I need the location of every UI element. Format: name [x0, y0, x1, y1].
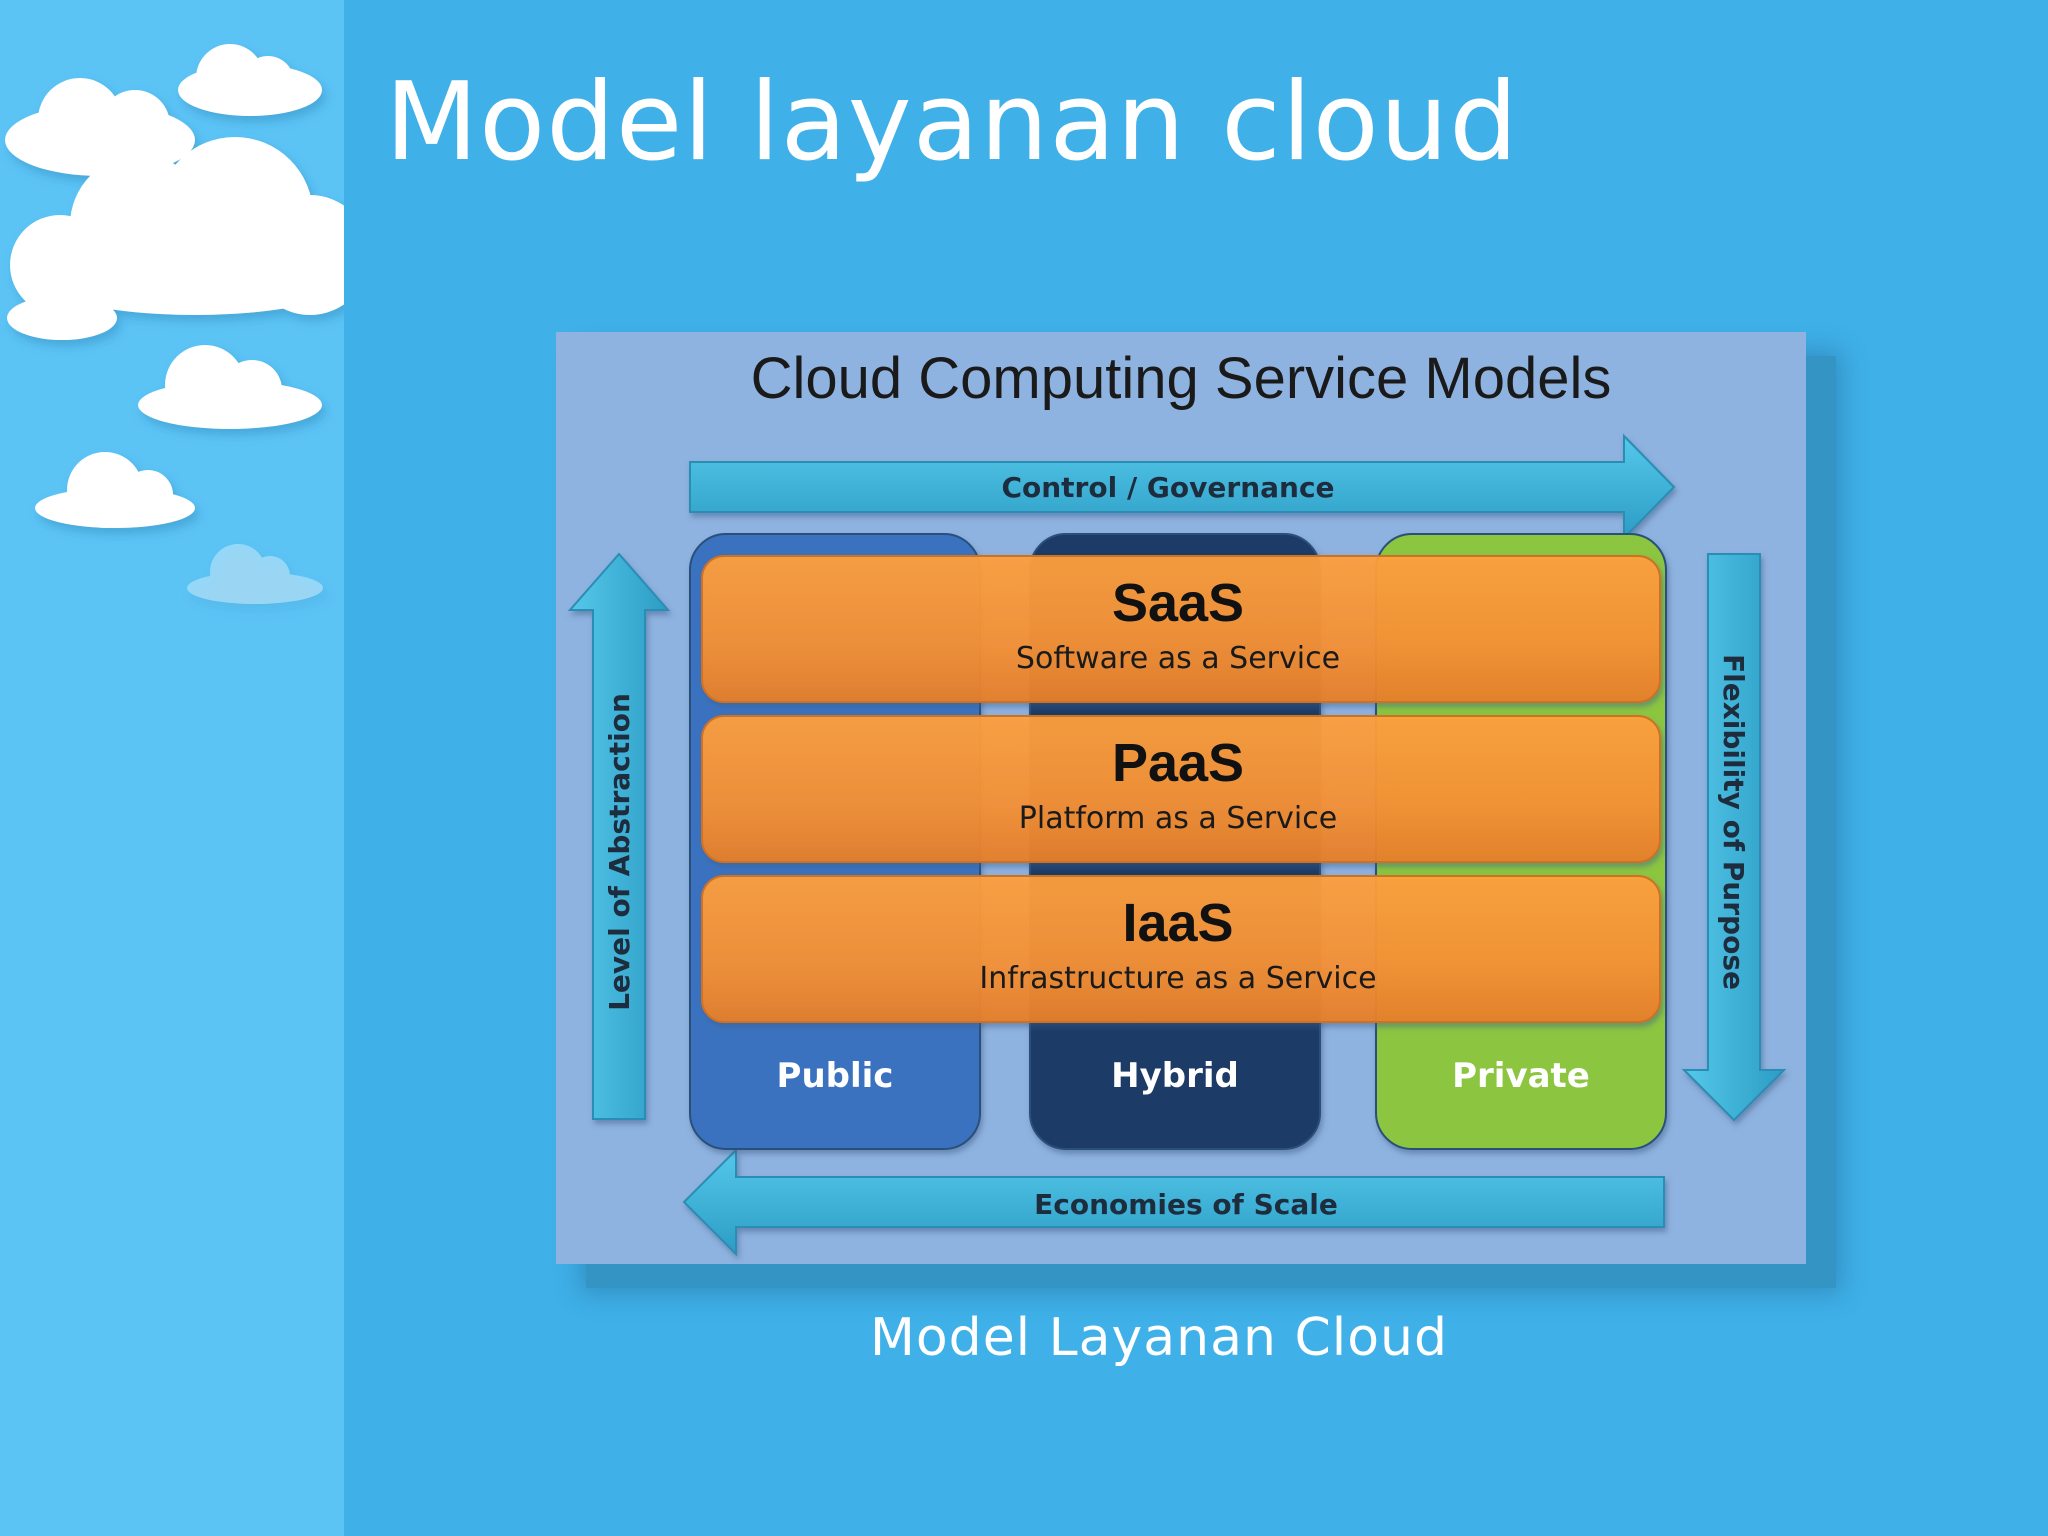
control-governance-arrow [689, 433, 1676, 541]
clouds-decoration [5, 44, 344, 604]
level-of-abstraction-label: Level of Abstraction [603, 693, 636, 1011]
layer-name-saas: SaaS [1112, 573, 1244, 633]
economies-of-scale-label: Economies of Scale [1034, 1188, 1338, 1221]
layer-name-paas: PaaS [1112, 733, 1244, 793]
layer-name-iaas: IaaS [1122, 893, 1233, 953]
layer-desc-saas: Software as a Service [1016, 641, 1340, 676]
cloud-icon [178, 44, 322, 116]
layer-saas: SaaS Software as a Service [701, 555, 1661, 703]
control-governance-label: Control / Governance [1001, 471, 1334, 504]
layer-paas: PaaS Platform as a Service [701, 715, 1661, 863]
cloud-icon [10, 137, 344, 315]
cloud-icon [35, 452, 195, 528]
figure-caption: Model Layanan Cloud [870, 1308, 1448, 1368]
deployment-label-hybrid: Hybrid [1111, 1056, 1239, 1096]
deployment-label-public: Public [777, 1056, 894, 1096]
cloud-icon [138, 345, 322, 429]
layer-desc-iaas: Infrastructure as a Service [979, 961, 1376, 996]
economies-of-scale-arrow [682, 1147, 1665, 1257]
cloud-icon [7, 280, 117, 340]
layer-bar-paas [701, 715, 1661, 863]
slide-title: Model layanan cloud [385, 60, 1519, 185]
cloud-service-models-diagram: Cloud Computing Service Models Control /… [567, 346, 1787, 1257]
layer-bar-iaas [701, 875, 1661, 1023]
layer-iaas: IaaS Infrastructure as a Service [701, 875, 1661, 1023]
cloud-icon [187, 544, 323, 604]
layer-bar-saas [701, 555, 1661, 703]
flexibility-of-purpose-label: Flexibility of Purpose [1717, 654, 1750, 990]
level-of-abstraction-arrow [567, 552, 671, 1120]
diagram-title: Cloud Computing Service Models [751, 346, 1612, 411]
layer-desc-paas: Platform as a Service [1019, 801, 1337, 836]
deployment-label-private: Private [1452, 1056, 1590, 1096]
flexibility-of-purpose-arrow [1681, 553, 1787, 1122]
diagram-figure: Cloud Computing Service Models Control /… [556, 332, 1836, 1288]
